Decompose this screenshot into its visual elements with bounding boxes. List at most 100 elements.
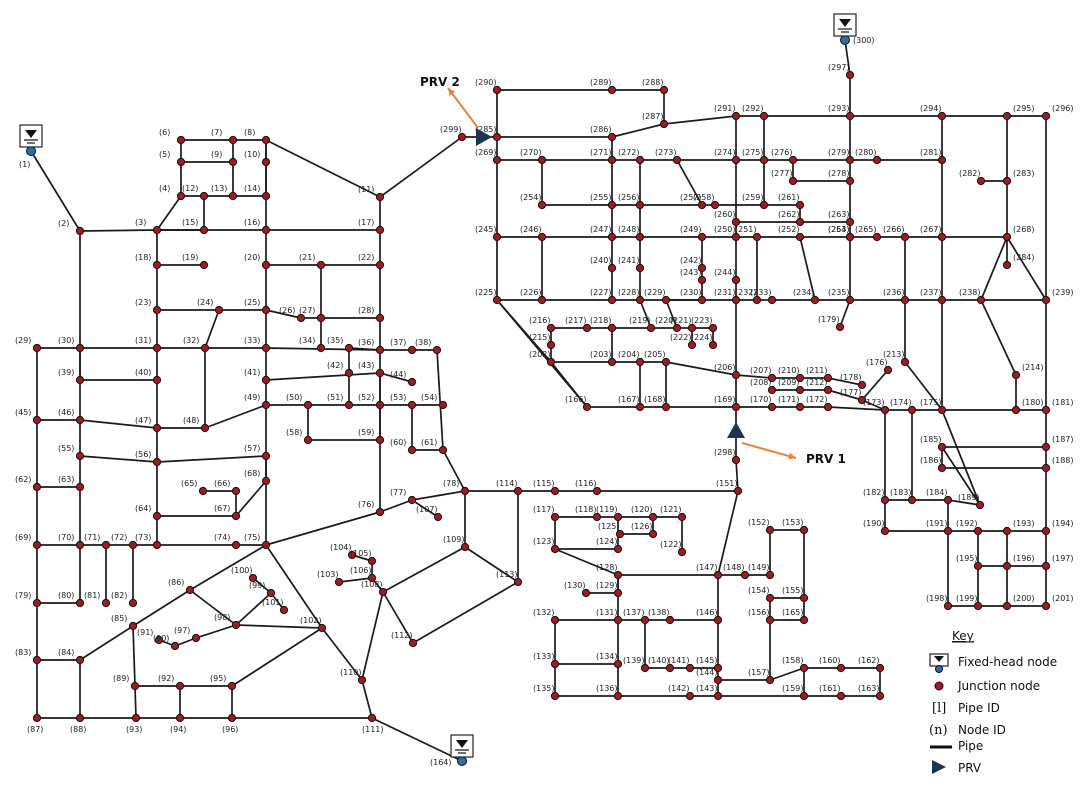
- pipe: [1006, 236, 1047, 301]
- junction-node: [875, 691, 885, 701]
- node-id-label: (76): [358, 500, 374, 509]
- junction-node: [672, 323, 682, 333]
- node-id-label: (197): [1052, 554, 1074, 563]
- node-id-label: (242): [680, 256, 702, 265]
- pipe: [464, 546, 519, 583]
- junction-node: [687, 323, 697, 333]
- junction-node: [279, 605, 289, 615]
- node-id-label: (216): [529, 316, 551, 325]
- node-id-label: (259): [742, 193, 764, 202]
- junction-node: [582, 323, 592, 333]
- junction-node: [1002, 232, 1012, 242]
- node-id-label: (165): [782, 608, 804, 617]
- junction-node: [607, 323, 617, 333]
- node-id-label: (139): [623, 656, 645, 665]
- junction-node: [635, 295, 645, 305]
- node-id-label: (42): [327, 361, 343, 370]
- labels-layer: (1)(2)(3)(4)(5)(6)(7)(8)(9)(10)(11)(12)(…: [15, 36, 1074, 767]
- pipe: [839, 299, 851, 328]
- prv-arrowhead: [448, 88, 456, 96]
- node-id-label: (4): [159, 184, 170, 193]
- key-title: Key: [952, 629, 974, 643]
- prv-icon: [727, 422, 745, 438]
- junction-node: [823, 385, 833, 395]
- node-id-label: (117): [533, 505, 555, 514]
- junction-node: [101, 598, 111, 608]
- junction-node: [128, 598, 138, 608]
- junction-node: [199, 260, 209, 270]
- junction-node: [697, 275, 707, 285]
- junction-node: [1002, 260, 1012, 270]
- junction-node: [713, 570, 723, 580]
- junction-node: [607, 357, 617, 367]
- pipe: [361, 679, 373, 719]
- junction-node: [708, 323, 718, 333]
- junction-node: [152, 305, 162, 315]
- node-id-label: (98): [214, 613, 230, 622]
- node-id-label: (160): [819, 656, 841, 665]
- node-id-label: (223): [691, 316, 713, 325]
- node-id-label: (132): [533, 608, 555, 617]
- junction-node: [375, 225, 385, 235]
- node-id-label: (218): [590, 316, 612, 325]
- junction-node: [344, 343, 354, 353]
- junction-node: [765, 615, 775, 625]
- node-id-label: (185): [920, 435, 942, 444]
- node-id-label: (250): [714, 225, 736, 234]
- junction-node: [261, 375, 271, 385]
- junction-node: [261, 476, 271, 486]
- node-id-label: (123): [533, 537, 555, 546]
- junction-node: [433, 512, 443, 522]
- junction-node: [640, 615, 650, 625]
- junction-node: [677, 512, 687, 522]
- key-node-id-symbol: (n): [929, 723, 948, 738]
- node-id-label: (214): [1022, 363, 1044, 372]
- node-id-label: (58): [286, 428, 302, 437]
- pipe: [980, 299, 1017, 376]
- pipe: [382, 546, 466, 593]
- junction-node: [880, 405, 890, 415]
- node-id-label: (113): [496, 570, 518, 579]
- node-id-label: (87): [27, 725, 43, 734]
- node-id-label: (27): [299, 306, 315, 315]
- junction-node: [492, 232, 502, 242]
- node-id-label: (55): [58, 444, 74, 453]
- node-id-label: (286): [590, 125, 612, 134]
- node-id-label: (222): [670, 333, 692, 342]
- junction-node: [697, 232, 707, 242]
- junction-node: [408, 638, 418, 648]
- junction-node: [492, 132, 502, 142]
- junction-node: [199, 225, 209, 235]
- pipe: [442, 449, 466, 492]
- prv-arrowhead: [788, 452, 796, 460]
- junction-node: [266, 588, 276, 598]
- node-id-label: (36): [358, 338, 374, 347]
- node-id-label: (294): [920, 104, 942, 113]
- node-id-label: (111): [362, 725, 384, 734]
- junction-node: [152, 343, 162, 353]
- node-id-label: (255): [590, 193, 612, 202]
- node-id-label: (271): [590, 148, 612, 157]
- pipe: [379, 499, 413, 513]
- node-id-label: (290): [475, 78, 497, 87]
- junction-node: [731, 111, 741, 121]
- junction-node: [765, 593, 775, 603]
- junction-node: [648, 512, 658, 522]
- node-id-label: (64): [135, 504, 151, 513]
- node-id-label: (260): [714, 210, 736, 219]
- junction-node: [75, 598, 85, 608]
- node-id-label: (49): [244, 393, 260, 402]
- node-id-label: (205): [644, 350, 666, 359]
- node-id-label: (207): [750, 366, 772, 375]
- pipe: [195, 624, 237, 639]
- junction-node: [227, 681, 237, 691]
- junction-node: [375, 192, 385, 202]
- pipe: [371, 717, 463, 762]
- node-id-label: (138): [648, 608, 670, 617]
- junction-node: [976, 176, 986, 186]
- node-id-label: (121): [660, 505, 682, 514]
- fixed-head-node: [840, 35, 850, 45]
- junction-node: [752, 232, 762, 242]
- node-id-label: (72): [111, 533, 127, 542]
- junction-node: [375, 260, 385, 270]
